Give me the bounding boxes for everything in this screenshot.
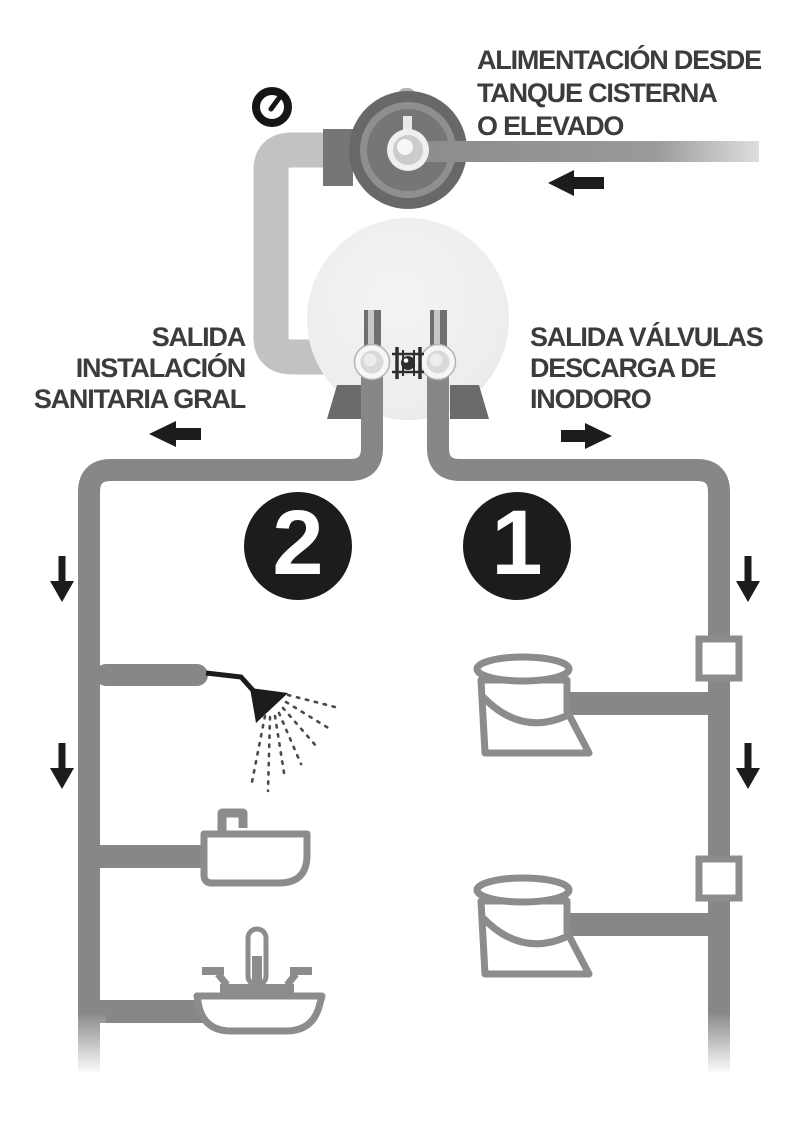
spray-ray xyxy=(273,714,287,781)
suction-pipe xyxy=(253,132,374,375)
tank-outlet-valve-right xyxy=(419,343,457,381)
tank-outlet-valve-left xyxy=(353,343,391,381)
pump-hub-highlight xyxy=(397,139,413,155)
washbasin-branch-pipe xyxy=(95,1000,207,1023)
toilet-body xyxy=(477,676,593,757)
toilet-circuit-pipe xyxy=(427,350,730,1072)
right-riser-highlight xyxy=(434,310,440,352)
valve-manifold-fitting xyxy=(392,347,424,379)
valve-center xyxy=(429,353,443,367)
shower-head-icon xyxy=(205,670,341,793)
tank-stand-right-leg xyxy=(450,385,489,419)
label-line: DESCARGA DE xyxy=(530,353,717,383)
shower-spray xyxy=(249,693,341,793)
right-pipe-fade xyxy=(702,1012,736,1074)
spray-ray xyxy=(266,715,272,793)
feed-left-arrow-icon xyxy=(548,170,604,196)
label-line: ALIMENTACIÓN DESDE xyxy=(477,45,762,75)
washbasin-mixer-base xyxy=(252,956,262,984)
fitting-valve-body xyxy=(401,356,415,370)
valve-risers xyxy=(364,310,447,352)
toilet-2-icon xyxy=(473,874,593,978)
label-line: SANITARIA GRAL xyxy=(33,384,246,414)
washbasin-left-handle-stem xyxy=(215,971,230,988)
shower-head xyxy=(250,688,288,723)
down-arrow-icon xyxy=(736,743,760,789)
pressure-gauge-icon xyxy=(252,87,292,127)
valve-center xyxy=(363,353,377,367)
sanitary-left-arrow-icon xyxy=(149,421,201,447)
sink-branch-pipe xyxy=(95,845,207,868)
circuit-2-badge: 2 xyxy=(244,492,352,600)
fitting-highlight xyxy=(403,358,409,363)
toilet-tank-lid xyxy=(473,653,573,685)
sink-faucet xyxy=(217,808,248,834)
label-line: INSTALACIÓN xyxy=(75,353,246,383)
label-sanitary-outlet: SALIDA INSTALACIÓN SANITARIA GRAL xyxy=(28,322,247,415)
label-feed-from-tank: ALIMENTACIÓN DESDE TANQUE CISTERNA O ELE… xyxy=(477,44,762,143)
spray-ray xyxy=(277,711,303,766)
label-line: SALIDA VÁLVULAS xyxy=(530,322,764,352)
circuit-1-number: 1 xyxy=(491,491,543,594)
spray-ray xyxy=(249,714,267,789)
label-toilet-valves-outlet: SALIDA VÁLVULAS DESCARGA DE INODORO xyxy=(530,322,764,415)
tank-stand-left-leg xyxy=(327,385,366,419)
flush-valve-connector-1 xyxy=(695,635,743,682)
feed-pipe xyxy=(414,141,759,162)
circuit-1-badge: 1 xyxy=(463,492,571,600)
pump-hub xyxy=(387,129,429,171)
toilet-bowl-curve xyxy=(480,915,568,948)
sanitary-circuit-pipe xyxy=(78,350,383,1072)
washbasin-right-handle-stem xyxy=(284,971,299,988)
label-line: INODORO xyxy=(530,384,652,414)
toilet-right-arrow-icon xyxy=(561,423,612,449)
spray-ray xyxy=(281,706,319,749)
gauge-needle xyxy=(268,91,285,112)
toilet-bowl-curve xyxy=(480,694,568,727)
toilet-1-icon xyxy=(473,653,593,757)
circuit-2-number: 2 xyxy=(272,491,324,594)
spray-ray xyxy=(284,700,332,731)
washbasin-icon xyxy=(193,926,326,1035)
down-arrow-icon xyxy=(50,556,74,602)
down-arrow-icon xyxy=(736,556,760,602)
label-line: TANQUE CISTERNA xyxy=(477,78,718,108)
label-line: O ELEVADO xyxy=(477,111,624,141)
label-line: SALIDA xyxy=(151,322,247,352)
washbasin-bowl xyxy=(193,992,326,1035)
shower-branch-pipe xyxy=(95,664,208,686)
left-riser-highlight xyxy=(368,310,374,352)
spray-ray xyxy=(286,693,341,710)
left-pipe-fade xyxy=(73,1012,106,1074)
down-arrow-icon xyxy=(50,743,74,789)
sink-icon xyxy=(200,808,311,887)
shower-arm xyxy=(205,670,260,698)
toilet2-branch-pipe xyxy=(558,913,720,936)
sink-basin xyxy=(200,830,311,887)
flow-arrows xyxy=(50,170,760,789)
toilet1-branch-pipe xyxy=(558,692,720,715)
washbasin-deck xyxy=(220,984,294,996)
toilet-tank-lid xyxy=(473,874,573,906)
flush-valve-connector-2 xyxy=(695,855,743,902)
toilet-body xyxy=(477,897,593,978)
pump-bracket xyxy=(323,129,353,186)
